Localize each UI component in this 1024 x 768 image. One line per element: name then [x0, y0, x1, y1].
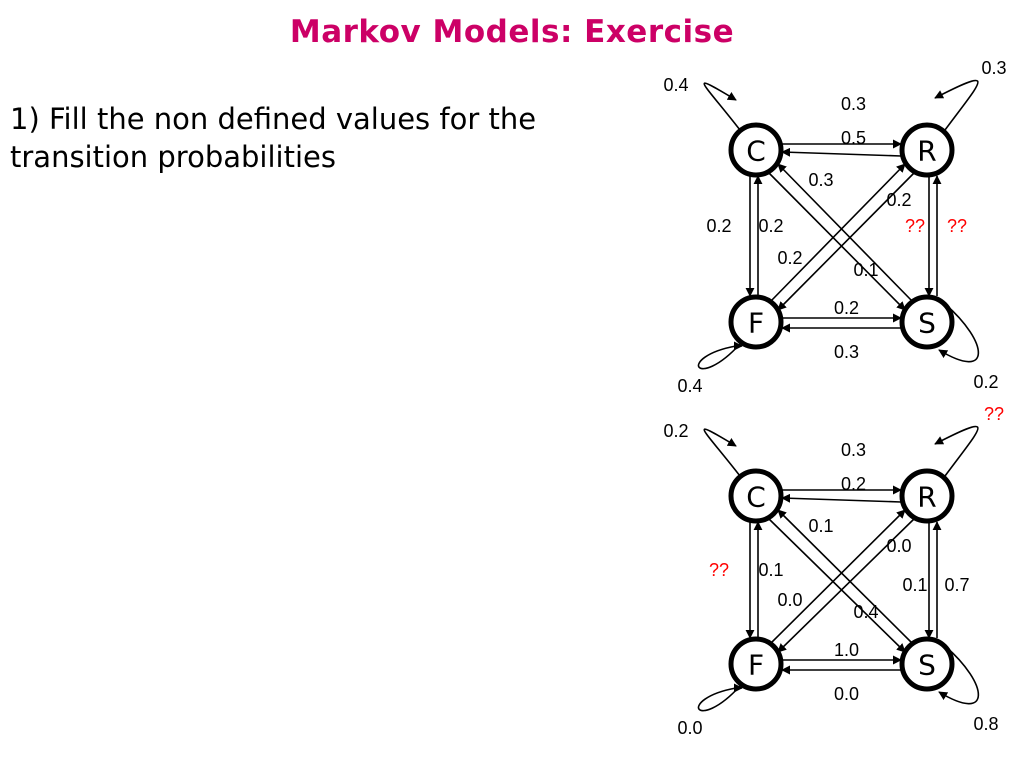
edge-r-to-c	[781, 147, 902, 157]
markov-diagram-2: C R F S 0.3 0.2 1.0 0.0?? 0.1 0.1 0.7 0.1 0.4 0.0 0.0 0…	[663, 404, 1004, 738]
self-loop-s	[938, 303, 980, 363]
prob-self-s: 0.2	[973, 372, 998, 392]
state-label-c: C	[746, 481, 766, 514]
prob-c-to-s: 0.1	[853, 260, 878, 280]
prob-self-r: ??	[984, 404, 1004, 424]
self-loop-c	[703, 82, 741, 131]
edge-s-to-c	[777, 163, 914, 303]
prob-r-to-s: 0.7	[944, 575, 969, 595]
state-node-f	[728, 636, 784, 692]
state-label-s: S	[918, 307, 936, 340]
prob-self-f: 0.4	[677, 376, 702, 396]
edge-f-to-r	[769, 163, 906, 303]
prob-r-to-f: 0.0	[777, 590, 802, 610]
prob-c-to-r: 0.3	[841, 440, 866, 460]
self-loop-r	[934, 425, 979, 477]
state-node-s	[899, 294, 955, 350]
state-node-s	[899, 636, 955, 692]
state-label-r: R	[917, 135, 936, 168]
prob-r-to-c: 0.5	[841, 128, 866, 148]
edge-r-to-c	[781, 493, 902, 503]
instruction-line-2: transition probabilities	[10, 140, 336, 174]
self-loop-s	[938, 645, 980, 705]
prob-c-to-s: 0.4	[853, 602, 878, 622]
prob-self-c: 0.4	[663, 75, 688, 95]
prob-self-r: 0.3	[981, 58, 1006, 78]
prob-s-to-c: 0.1	[808, 516, 833, 536]
prob-c-to-f: 0.2	[706, 216, 731, 236]
edge-r-to-f	[777, 517, 916, 653]
prob-self-c: 0.2	[663, 421, 688, 441]
state-label-c: C	[746, 135, 766, 168]
prob-f-to-s: 1.0	[834, 640, 859, 660]
prob-f-to-r: 0.2	[886, 190, 911, 210]
self-loop-f	[697, 683, 743, 712]
prob-self-f: 0.0	[677, 718, 702, 738]
prob-f-to-c: 0.2	[758, 216, 783, 236]
state-node-f	[728, 294, 784, 350]
state-label-s: S	[918, 649, 936, 682]
state-node-c	[728, 468, 784, 524]
edge-f-to-r	[769, 509, 906, 645]
prob-self-s: 0.8	[973, 714, 998, 734]
edge-s-to-c	[777, 509, 914, 645]
prob-r-to-s: ??	[947, 216, 967, 236]
edge-r-to-f	[777, 171, 916, 311]
prob-s-to-f: 0.0	[834, 684, 859, 704]
edge-c-to-s	[767, 171, 906, 311]
state-node-c	[728, 122, 784, 178]
prob-s-to-c: 0.3	[808, 170, 833, 190]
prob-c-to-f: ??	[709, 560, 729, 580]
state-node-r	[899, 468, 955, 524]
markov-diagram-1: C R F S 0.3 0.5 0.2 0.3 0.2 0.2???? 0.3 0.1 0.2 0.2 0.…	[663, 58, 1006, 396]
edge-c-to-s	[767, 517, 906, 653]
prob-f-to-c: 0.1	[758, 560, 783, 580]
instruction-line-1: 1) Fill the non defined values for the	[10, 102, 537, 136]
self-loop-c	[703, 428, 741, 477]
state-node-r	[899, 122, 955, 178]
prob-s-to-r: ??	[905, 216, 925, 236]
prob-s-to-r: 0.1	[902, 575, 927, 595]
prob-f-to-r: 0.0	[886, 536, 911, 556]
prob-r-to-c: 0.2	[841, 474, 866, 494]
state-label-r: R	[917, 481, 936, 514]
state-label-f: F	[748, 649, 764, 682]
self-loop-f	[697, 341, 743, 370]
prob-c-to-r: 0.3	[841, 94, 866, 114]
state-label-f: F	[748, 307, 764, 340]
prob-s-to-f: 0.3	[834, 342, 859, 362]
prob-r-to-f: 0.2	[777, 248, 802, 268]
slide-title: Markov Models: Exercise	[289, 14, 735, 50]
self-loop-r	[934, 79, 979, 131]
prob-f-to-s: 0.2	[834, 298, 859, 318]
exercise-instruction: 1) Fill the non defined values for the t…	[10, 100, 610, 176]
